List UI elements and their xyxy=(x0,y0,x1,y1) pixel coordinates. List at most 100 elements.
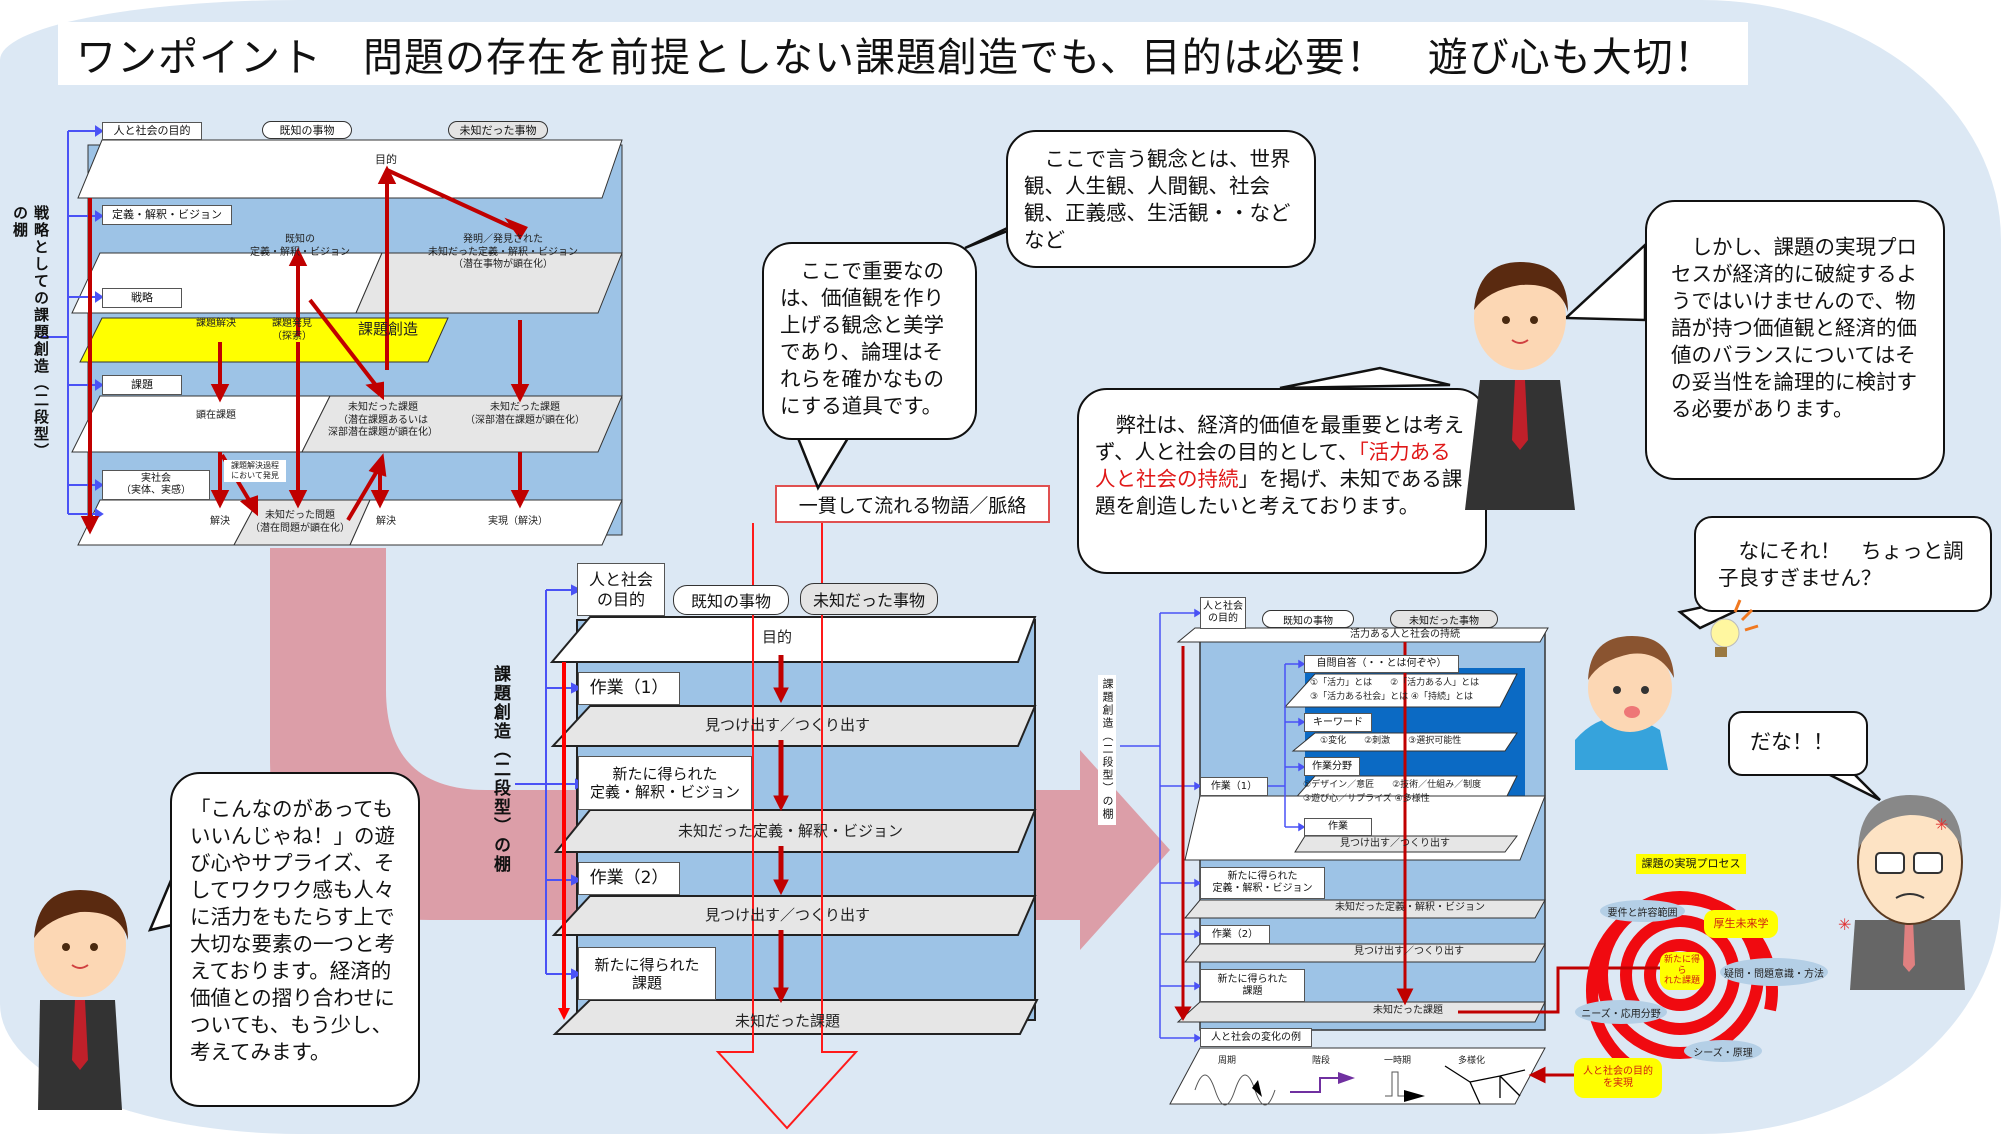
tab-right-new-definition: 新たに得られた 定義・解釈・ビジョン xyxy=(1200,867,1325,899)
story-arrow xyxy=(715,523,859,1130)
column-unknown-label: 未知だった事物 xyxy=(448,121,548,139)
tab-center-purpose: 人と社会 の目的 xyxy=(577,563,665,616)
center-label-unknown-definition: 未知だった定義・解釈・ビジョン xyxy=(678,822,904,840)
center-row-unknown-def xyxy=(553,809,1037,853)
spiral-yellow-top: 厚生未来学 xyxy=(1704,910,1778,938)
center-label-find1: 見つけ出す／つくり出す xyxy=(705,716,871,734)
label-issue-solve: 課題解決 xyxy=(196,318,236,329)
tab-center-work1: 作業（1） xyxy=(578,672,680,705)
right-connectors xyxy=(1120,608,1306,1043)
tab-right-work: 作業 xyxy=(1304,818,1372,836)
label-apparent-issue: 顕在課題 xyxy=(196,410,236,421)
center-connectors xyxy=(515,584,587,980)
bubble-boss: だな！！ xyxy=(1728,711,1868,776)
tab-keyword: キーワード xyxy=(1304,713,1372,732)
change-example-step: 階段 xyxy=(1312,1056,1331,1066)
right-label-unknown-definition: 未知だった定義・解釈・ビジョン xyxy=(1335,902,1485,913)
page-title: ワンポイント 問題の存在を前提としない課題創造でも、目的は必要！ 遊び心も大切！ xyxy=(76,34,1715,81)
tab-issue: 課題 xyxy=(102,375,182,395)
vertical-label-center: 課題創造（二段型）の棚 xyxy=(490,665,510,874)
spiral-yellow-bottom: 人と社会の目的 を実現 xyxy=(1574,1058,1662,1098)
label-unknown-issue-1: 未知だった課題 （潜在課題あるいは 深部潜在課題が顕在化） xyxy=(328,402,438,438)
column-center-unknown: 未知だった事物 xyxy=(800,583,938,615)
flow-arrows-red xyxy=(80,165,530,535)
column-right-known: 既知の事物 xyxy=(1262,610,1354,628)
label-issue-create: 課題創造 xyxy=(358,320,419,338)
change-example-temporary: 一時期 xyxy=(1384,1056,1412,1066)
label-purpose: 目的 xyxy=(375,153,397,166)
vertical-label-right: 課題創造（二段型）の棚 xyxy=(1098,675,1116,825)
right-label-find2: 見つけ出す／つくり出す xyxy=(1354,946,1464,957)
right-row-unknown-def xyxy=(1183,899,1546,919)
company-text-2: 」を掲げ、未知である課題を創造したいと考えております。 xyxy=(1095,467,1463,519)
column-right-unknown: 未知だった事物 xyxy=(1390,610,1498,628)
story-box: 一貫して流れる物語／脈絡 xyxy=(775,485,1050,523)
title-bar: ワンポイント 問題の存在を前提としない課題創造でも、目的は必要！ 遊び心も大切！ xyxy=(58,22,1748,85)
bubble-however: しかし、課題の実現プロセスが経済的に破綻するようではいけませんので、物語が持つ価… xyxy=(1645,200,1945,480)
diversify-lines xyxy=(1444,1065,1526,1105)
businessman-left-icon xyxy=(34,890,128,1110)
cycle-wave xyxy=(1194,1074,1276,1106)
tab-right-purpose: 人と社会 の目的 xyxy=(1200,597,1246,629)
tab-center-work2: 作業（2） xyxy=(578,862,680,895)
right-label-unknown-issue: 未知だった課題 xyxy=(1373,1005,1443,1016)
work-field-items: ①デザイン／意匠 ②技術／仕組み／制度 ③遊び心／サプライズ ④多様性 xyxy=(1303,780,1482,804)
label-unknown-definition: 発明／発見された 未知だった定義・解釈・ビジョン （潜在事物が顕在化） xyxy=(428,234,578,270)
label-solve-1: 解決 xyxy=(210,516,230,527)
tab-purpose: 人と社会の目的 xyxy=(102,122,202,140)
tab-self-question: 自問自答（・・とは何ぞや） xyxy=(1304,655,1459,673)
center-row-unknown-issue xyxy=(552,999,1039,1035)
label-realize: 実現（解決） xyxy=(488,516,548,527)
woman-icon xyxy=(1575,636,1674,770)
row-real-right xyxy=(349,499,623,546)
row-unknown-definition xyxy=(355,252,623,314)
label-known-definition: 既知の 定義・解釈・ビジョン xyxy=(250,234,350,258)
spiral-center-label: 新たに得ら れた課題 xyxy=(1660,952,1704,990)
spiral-title: 課題の実現プロセス xyxy=(1636,854,1746,874)
tab-right-work2: 作業（2） xyxy=(1200,925,1270,944)
spike-arrowhead xyxy=(1404,1090,1425,1102)
step-line xyxy=(1290,1077,1345,1093)
bubble-important: ここで重要なのは、価値観を作り上げる観念と美学であり、論理はそれらを確かなものに… xyxy=(762,242,977,440)
row-strategy xyxy=(79,317,449,363)
spike-line xyxy=(1385,1071,1405,1097)
tail-company xyxy=(1279,366,1451,390)
row-unknown-issue xyxy=(301,395,623,453)
step-arrowhead xyxy=(1338,1072,1355,1084)
spiral-label-needs: ニーズ・応用分野 xyxy=(1575,1000,1667,1024)
tab-center-new-issue: 新たに得られた 課題 xyxy=(578,947,716,1000)
row-purpose xyxy=(77,139,623,199)
center-label-unknown-issue: 未知だった課題 xyxy=(735,1012,841,1030)
center-label-purpose: 目的 xyxy=(762,628,793,646)
vertical-label-strategy: 戦略としての課題創造（二段型）の棚 xyxy=(11,205,50,460)
tab-center-new-definition: 新たに得られた 定義・解釈・ビジョン xyxy=(578,756,752,810)
tab-right-new-issue: 新たに得られた 課題 xyxy=(1200,969,1305,1002)
right-row-change-examples xyxy=(1169,1047,1546,1105)
change-example-cycle: 周期 xyxy=(1218,1056,1237,1066)
lightbulb-icon xyxy=(1710,599,1759,657)
note-discovered: 課題解決過程 において発見 xyxy=(224,460,286,482)
self-question-items: ①「活力」とは ②「活力ある人」とは ③「活力ある社会」とは ④「持続」とは xyxy=(1310,678,1480,703)
right-row-self-question xyxy=(1283,673,1518,708)
company-text-highlight: 「活力ある人と社会の持続 xyxy=(1095,440,1451,492)
change-example-diversify: 多様化 xyxy=(1458,1056,1486,1066)
column-known-label: 既知の事物 xyxy=(262,121,352,139)
column-center-known: 既知の事物 xyxy=(673,585,789,615)
center-red-arrows xyxy=(558,655,789,1020)
label-unknown-issue-2: 未知だった課題 （深部潜在課題が顕在化） xyxy=(465,402,585,426)
tab-right-work1: 作業（1） xyxy=(1200,777,1268,796)
label-solve-2: 解決 xyxy=(376,516,396,527)
spiral-label-requirements: 要件と許容範囲 xyxy=(1600,900,1685,922)
company-text-1: 弊社は、経済的価値を最重要とは考えず、人と社会の目的として、 xyxy=(1095,413,1464,465)
tab-strategy: 戦略 xyxy=(102,288,182,308)
tab-change-examples: 人と社会の変化の例 xyxy=(1200,1028,1312,1047)
tab-work-field: 作業分野 xyxy=(1304,757,1360,776)
angry-boss-icon: ✳ ✳ xyxy=(1838,795,1965,990)
bubble-woman: なにそれ！ ちょっと調子良すぎません？ xyxy=(1694,516,1992,612)
right-red-arrows xyxy=(1174,642,1612,1084)
tab-real-society: 実社会 （実体、実感） xyxy=(102,470,210,500)
label-issue-discover: 課題発見 （探索） xyxy=(272,318,312,342)
svg-text:✳: ✳ xyxy=(1935,815,1948,834)
